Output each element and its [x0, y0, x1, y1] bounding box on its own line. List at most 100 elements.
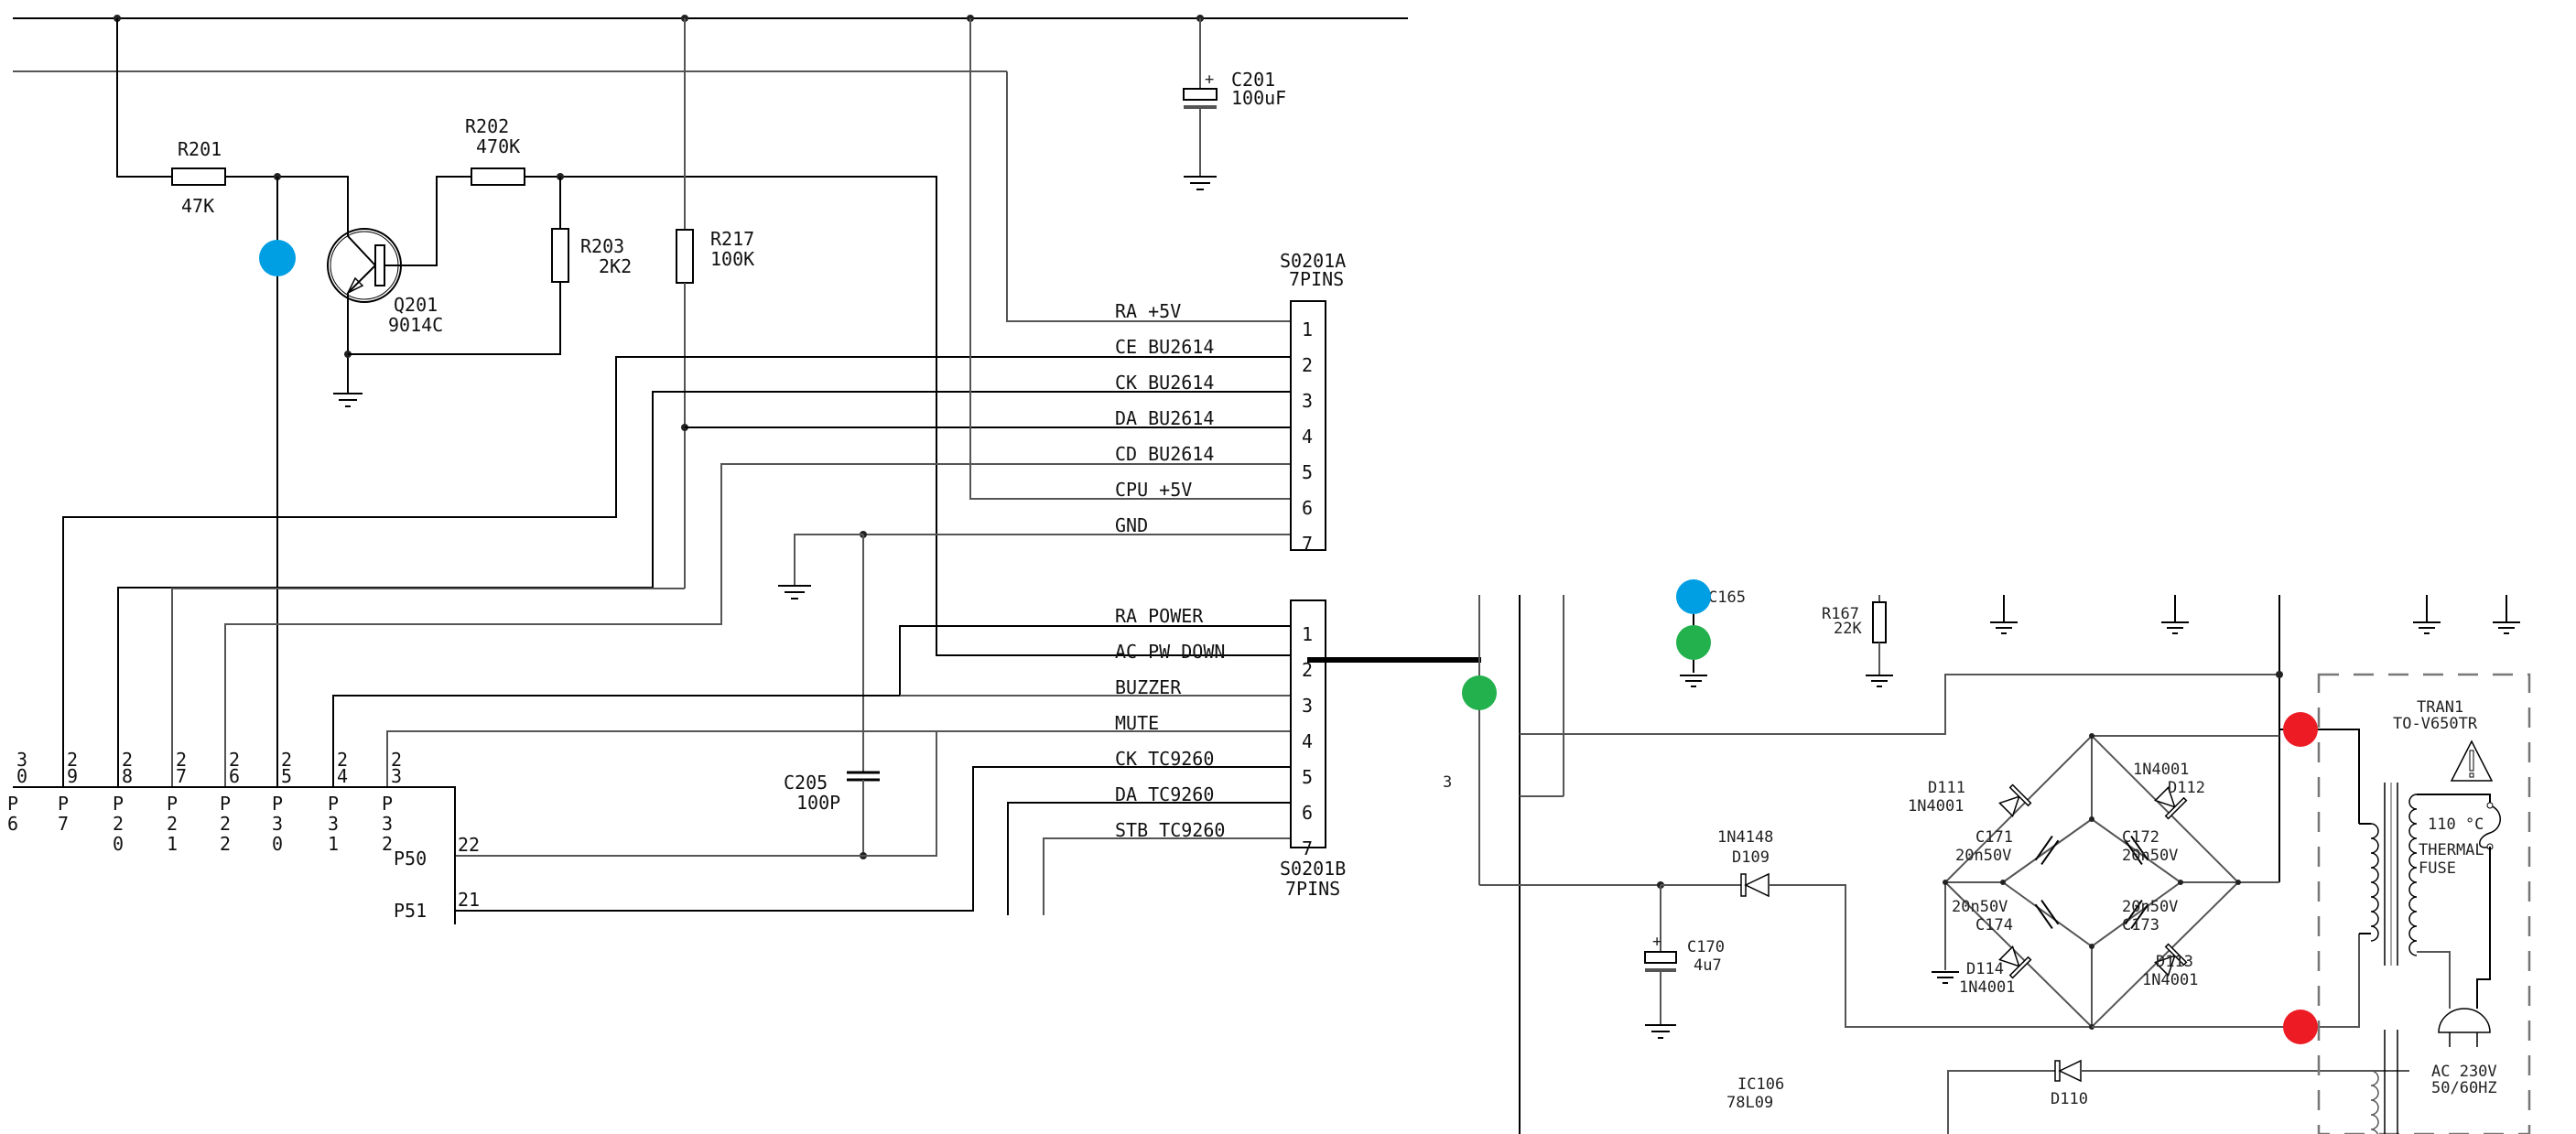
connector-b-pins-label: 7PINS [1285, 878, 1340, 900]
marker-green-c165[interactable] [1676, 625, 1711, 660]
c170-polarity: + [1652, 933, 1661, 951]
power-supply-wiring: + C170 4u7 1N4148 D109 IC106 78L09 D110 … [1478, 589, 2520, 1134]
d112-ref: D112 [2168, 779, 2205, 797]
diode-d111 [1998, 783, 2032, 817]
connector-a-pin-5: 5 CD BU2614 [1115, 443, 1313, 483]
r167-value: 22K [1834, 620, 1862, 638]
r217-circuit: R217 100K [676, 18, 754, 589]
c201-ref: C201 [1231, 69, 1275, 91]
pin-number: 6 [1302, 802, 1313, 824]
connector-b-pin-5: 5CK TC9260 [1115, 748, 1313, 788]
c205-ref: C205 [784, 772, 828, 794]
ground-icon [1680, 675, 1707, 687]
d111-ref: D111 [1928, 779, 1965, 797]
pin-signal-label: AC PW DOWN [1115, 641, 1225, 663]
c170-ref: C170 [1687, 938, 1725, 956]
mains-plug-icon [2438, 1008, 2491, 1047]
d112-value: 1N4001 [2133, 761, 2189, 779]
ground-icon [333, 393, 363, 407]
ground-icon [1932, 971, 1959, 984]
mcu-pin-name: 3 [328, 813, 339, 835]
connector-a-pin-2: 2CE BU2614 [1115, 336, 1313, 376]
top-bus-power [13, 15, 1408, 22]
second-bus [13, 70, 1291, 322]
pin-number: 2 [1302, 354, 1313, 376]
resistor-r201 [171, 167, 226, 186]
mcu-pin-number: 8 [122, 765, 133, 787]
mcu-pin-number: 3 [16, 749, 27, 771]
mcu-pin-p50-name: P50 [394, 848, 427, 869]
capacitor-c172 [2124, 836, 2149, 865]
pin-number: 4 [1302, 426, 1313, 448]
c165-ref: C165 [1708, 589, 1746, 607]
ground-icon [1866, 675, 1893, 687]
c174-value: 20n50V [1952, 898, 2008, 916]
pin-signal-label: DA TC9260 [1115, 783, 1214, 805]
r201-ref: R201 [178, 138, 222, 160]
connector-a-pin-3: 3CK BU2614 [1115, 372, 1313, 412]
marker-red-top[interactable] [2283, 712, 2318, 747]
capacitor-c173 [2124, 900, 2149, 929]
mcu-pin-number: 3 [391, 765, 402, 787]
mcu-pin-number: 5 [281, 765, 292, 787]
pin-signal-label: CPU +5V [1115, 479, 1192, 501]
mcu-pin-22-num: 22 [458, 834, 480, 856]
mcu-pin-name: 1 [167, 833, 178, 855]
mcu-pin-name: P [272, 793, 283, 815]
marker-blue-c165[interactable] [1676, 579, 1711, 614]
diode-d113 [2154, 943, 2188, 977]
mcu-pin-name: 2 [113, 813, 124, 835]
mcu-pin-name: 2 [382, 833, 393, 855]
mains-line1: AC 230V [2431, 1063, 2497, 1081]
mcu-pin-name: P [220, 793, 231, 815]
resistor-r203 [551, 228, 569, 283]
pin-signal-label: GND [1115, 514, 1148, 536]
marker-red-bottom[interactable] [2283, 1010, 2318, 1044]
connector-b-pin-1: 1RA POWER [1115, 605, 1313, 645]
mcu-pin-number: 0 [16, 765, 27, 787]
mcu-pin-21-num: 21 [458, 889, 480, 911]
diode-d112 [2154, 786, 2188, 820]
q201-ref: Q201 [394, 294, 438, 316]
resistor-r167 [1872, 601, 1887, 643]
marker-green-ac-pw[interactable] [1462, 675, 1497, 710]
ic106-ref: IC106 [1737, 1075, 1784, 1094]
mains-line2: 50/60HZ [2431, 1079, 2497, 1097]
connector-a-pin-6: 6 CPU +5V [1115, 479, 1313, 519]
mcu-pin-name: 1 [328, 833, 339, 855]
tran1-value: TO-V650TR [2393, 715, 2478, 733]
transformer-tran1: TRAN1 TO-V650TR 110 °C THERMAL FUSE AC [2317, 673, 2531, 1134]
mcu-pin-name: 0 [113, 833, 124, 855]
tran1-ref: TRAN1 [2417, 698, 2463, 717]
connector-a-ref: S0201A [1280, 250, 1346, 272]
mcu-pin-name: P [113, 793, 124, 815]
pin-signal-label: RA POWER [1115, 605, 1204, 627]
ground-icon [1645, 1024, 1676, 1039]
pin-signal-label: CD BU2614 [1115, 443, 1214, 465]
r202-value: 470K [476, 135, 520, 157]
r201-value: 47K [181, 195, 214, 217]
bridge-rectifier: D111 1N4001 1N4001 D112 C171 20n50V C172… [1908, 729, 2360, 1030]
mcu-pin-name: 6 [7, 813, 18, 835]
mcu-pin-name: P [328, 793, 339, 815]
mcu-pin-number: 7 [176, 765, 187, 787]
fuse-line1: THERMAL [2419, 841, 2484, 859]
mcu-pin-number: 2 [229, 749, 240, 771]
r203-value: 2K2 [599, 255, 632, 277]
d113-value: 1N4001 [2142, 971, 2198, 989]
pin-number: 5 [1302, 461, 1313, 483]
ground-icon [2413, 595, 2441, 634]
r201-circuit: R201 47K [116, 18, 349, 787]
mcu-pin-name: 2 [220, 833, 231, 855]
mcu-pin-name: 7 [58, 813, 69, 835]
pin-number: 6 [1302, 497, 1313, 519]
marker-blue-left[interactable] [259, 240, 296, 276]
